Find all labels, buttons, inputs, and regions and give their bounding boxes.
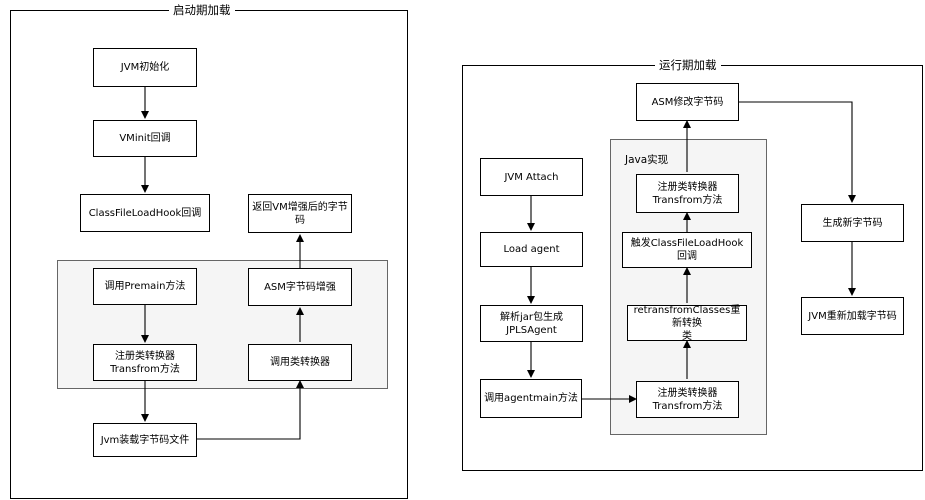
classfileloadhook-callback-node[interactable]: ClassFileLoadHook回调 <box>80 194 210 232</box>
parse-jar-node[interactable]: 解析jar包生成 JPLSAgent <box>480 305 583 342</box>
generate-new-bytecode-node[interactable]: 生成新字节码 <box>801 204 904 242</box>
call-premain-node[interactable]: 调用Premain方法 <box>93 268 197 305</box>
runtime-frame-title: 运行期加载 <box>655 58 721 72</box>
jvm-reload-bytecode-node[interactable]: JVM重新加载字节码 <box>801 297 904 335</box>
call-agentmain-node[interactable]: 调用agentmain方法 <box>480 379 582 418</box>
return-enhanced-bytecode-node[interactable]: 返回VM增强后的字节码 <box>248 194 352 233</box>
asm-bytecode-enhance-node[interactable]: ASM字节码增强 <box>248 268 352 306</box>
load-agent-node[interactable]: Load agent <box>480 232 583 267</box>
jvm-load-bytecode-node[interactable]: Jvm装载字节码文件 <box>93 423 197 457</box>
trigger-classfileloadhook-node[interactable]: 触发ClassFileLoadHook回调 <box>622 232 752 268</box>
register-transformer-node[interactable]: 注册类转换器 Transfrom方法 <box>93 344 197 381</box>
edge-asm-modify-to-generate <box>739 101 856 203</box>
startup-frame-title: 启动期加载 <box>169 3 235 17</box>
call-transformer-node[interactable]: 调用类转换器 <box>248 344 352 381</box>
retransform-classes-node[interactable]: retransfromClasses重新转换 类 <box>627 305 747 342</box>
jvm-attach-node[interactable]: JVM Attach <box>480 158 583 196</box>
java-impl-group-title: Java实现 <box>625 154 669 166</box>
jvm-init-node[interactable]: JVM初始化 <box>93 48 197 87</box>
vminit-callback-node[interactable]: VMinit回调 <box>93 120 197 157</box>
asm-modify-bytecode-node[interactable]: ASM修改字节码 <box>636 83 739 121</box>
edge-jvm-load-to-call-transformer <box>197 380 304 440</box>
register-transformer-bottom-node[interactable]: 注册类转换器 Transfrom方法 <box>636 381 739 418</box>
register-transformer-top-node[interactable]: 注册类转换器 Transfrom方法 <box>636 174 739 213</box>
